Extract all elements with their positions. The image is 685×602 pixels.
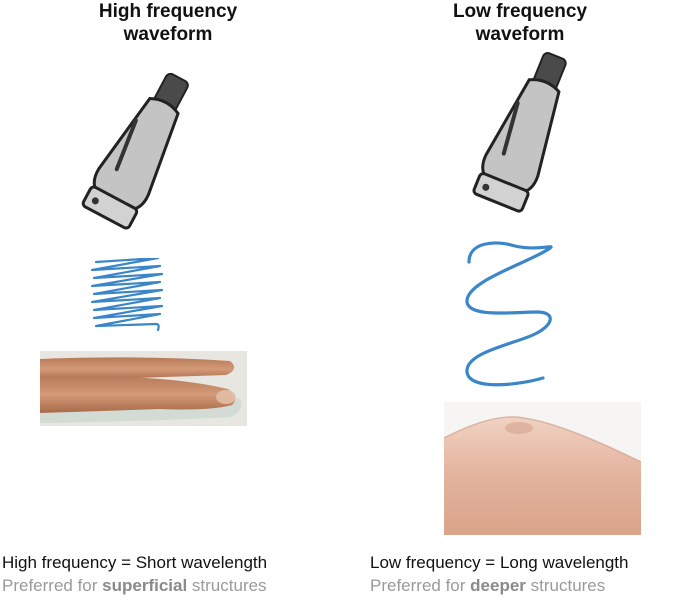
- low-frequency-wave: [455, 232, 565, 402]
- title-high-frequency: High frequency waveform: [68, 0, 268, 46]
- caption-low-sub: Preferred for deeper structures: [370, 574, 629, 597]
- title-low-frequency: Low frequency waveform: [420, 0, 620, 46]
- caption-high-sub-suffix: structures: [187, 576, 266, 595]
- title-low-line2: waveform: [420, 23, 620, 46]
- caption-low-sub-prefix: Preferred for: [370, 576, 470, 595]
- caption-low-sub-bold: deeper: [470, 576, 526, 595]
- caption-low-sub-suffix: structures: [526, 576, 605, 595]
- high-frequency-wave: [82, 258, 172, 340]
- ultrasound-probe-icon: [455, 48, 595, 218]
- elbow-photo: [444, 402, 641, 535]
- caption-high-main: High frequency = Short wavelength: [2, 551, 267, 574]
- caption-high-frequency: High frequency = Short wavelength Prefer…: [2, 551, 267, 597]
- title-high-line2: waveform: [68, 23, 268, 46]
- finger-photo: [40, 351, 247, 426]
- caption-high-sub: Preferred for superficial structures: [2, 574, 267, 597]
- caption-high-sub-bold: superficial: [102, 576, 187, 595]
- title-high-line1: High frequency: [68, 0, 268, 23]
- title-low-line1: Low frequency: [420, 0, 620, 23]
- caption-high-sub-prefix: Preferred for: [2, 576, 102, 595]
- ultrasound-probe-icon: [70, 66, 210, 236]
- caption-low-frequency: Low frequency = Long wavelength Preferre…: [370, 551, 629, 597]
- caption-low-main: Low frequency = Long wavelength: [370, 551, 629, 574]
